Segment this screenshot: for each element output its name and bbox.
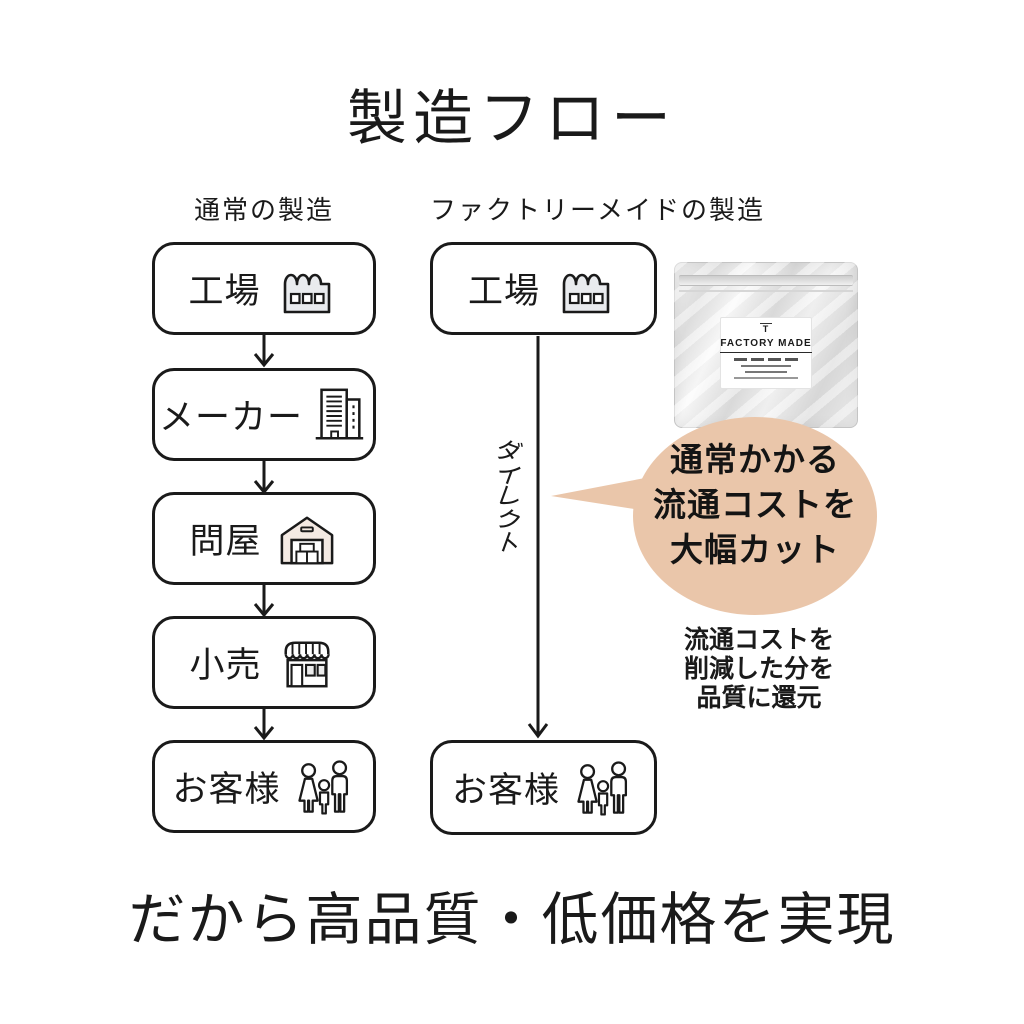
package-zip-line [679, 290, 853, 292]
direct-arrow-label: ダイレクト [492, 434, 526, 562]
fineprint-line [734, 377, 798, 379]
left-column-header: 通常の製造 [193, 195, 334, 225]
right-column-header: ファクトリーメイドの製造 [430, 195, 765, 225]
fineprint-line [745, 371, 787, 373]
fineprint-line [741, 365, 791, 367]
flow-arrow [252, 334, 276, 368]
cost-note-line: 削減した分を [683, 655, 834, 683]
factory-icon [562, 273, 610, 313]
bubble-text-line: 流通コストを [653, 486, 857, 523]
cost-note: 流通コストを 削減した分を 品質に還元 [648, 626, 870, 713]
cost-note-line: 品質に還元 [696, 684, 822, 712]
flow-step-customer-right: お客様 [430, 740, 657, 835]
flow-step-label: お客様 [451, 771, 560, 810]
family-icon [297, 759, 348, 815]
bottom-tagline: だから高品質・低価格を実現 [128, 889, 896, 952]
family-icon [577, 760, 628, 816]
flow-step-customer-left: お客様 [152, 740, 376, 833]
fineprint-bullets [734, 358, 798, 361]
speech-bubble: 通常かかる 流通コストを 大幅カット [633, 417, 877, 615]
flow-arrow [252, 584, 276, 618]
brand-name: FACTORY MADE [720, 335, 812, 353]
flow-arrow [252, 707, 276, 741]
flow-step-label: お客様 [172, 770, 281, 809]
cost-note-line: 流通コストを [683, 626, 834, 654]
flow-step-label: 問屋 [189, 522, 262, 561]
flow-arrow [252, 461, 276, 495]
flow-step-label: メーカー [158, 398, 303, 437]
warehouse-icon [280, 516, 333, 564]
flow-step-label: 工場 [188, 272, 261, 311]
bubble-text-line: 通常かかる [670, 441, 840, 478]
flow-step-wholesaler: 問屋 [152, 492, 376, 585]
package-zip-seal [679, 275, 853, 286]
flow-step-maker: メーカー [152, 368, 376, 461]
package-label: T FACTORY MADE [720, 317, 812, 389]
flow-step-label: 工場 [467, 272, 540, 311]
store-icon [283, 640, 330, 687]
factory-icon [283, 273, 330, 313]
flow-step-factory-left: 工場 [152, 242, 376, 335]
label-fineprint [721, 358, 811, 379]
flow-step-factory-right: 工場 [430, 242, 657, 335]
brand-logo: T [759, 323, 773, 334]
office-building-icon [315, 388, 364, 440]
product-package: T FACTORY MADE [674, 262, 858, 428]
direct-arrow [526, 336, 550, 740]
page-title: 製造フロー [347, 86, 677, 152]
flow-step-label: 小売 [189, 646, 262, 685]
flow-step-retail: 小売 [152, 616, 376, 709]
bubble-text-line: 大幅カット [670, 531, 840, 568]
